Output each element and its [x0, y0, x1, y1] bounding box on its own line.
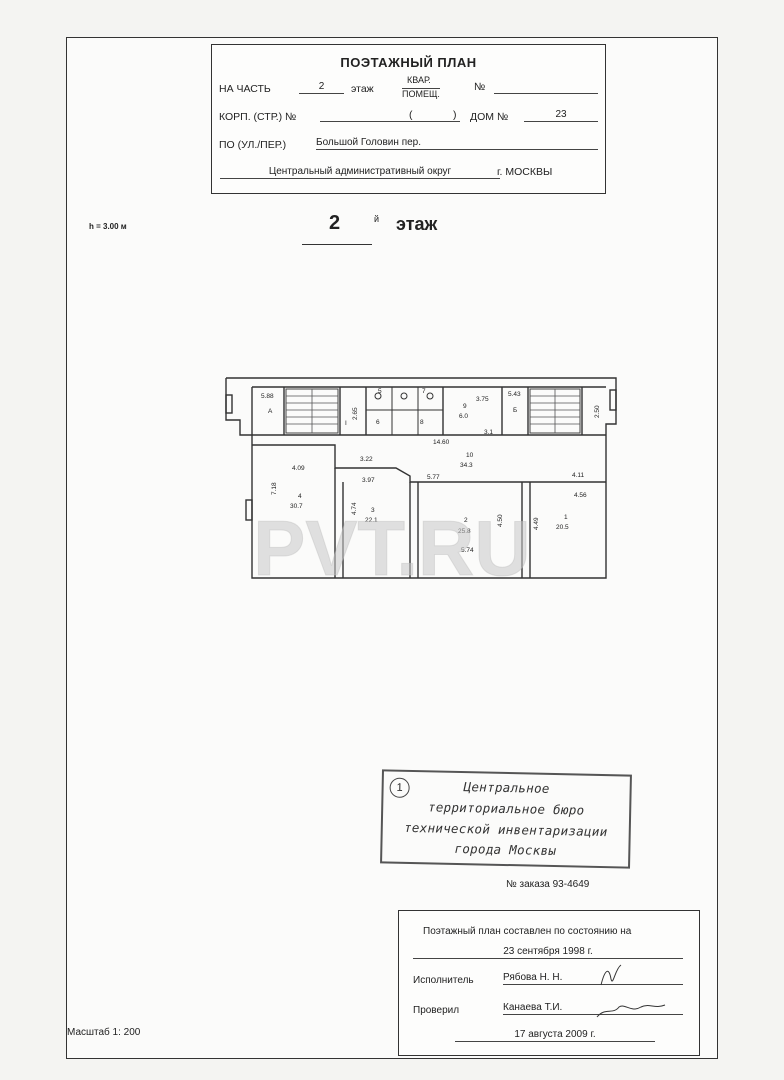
room-label: 8 [420, 419, 424, 426]
footer-line1: Поэтажный план составлен по состоянию на [423, 926, 632, 937]
room-number: 10 [466, 452, 474, 459]
executor-label: Исполнитель [413, 975, 474, 986]
street-value: Большой Головин пер. [316, 137, 598, 150]
dim-label: 5.88 [261, 393, 274, 400]
part-label: НА ЧАСТЬ [219, 83, 271, 95]
floor-title-suffix: й [374, 214, 380, 224]
signatures [596, 964, 666, 1018]
dim-label: 4.49 [533, 517, 540, 530]
pomesh-label: ПОМЕЩ. [402, 88, 440, 99]
room-area: 25.8 [458, 528, 471, 535]
room-label: 6 [376, 419, 380, 426]
stamp-line: технической инвентаризации [403, 819, 608, 840]
bti-stamp: 1 Центральное территориальное бюро техни… [380, 769, 632, 869]
room-number: 1 [564, 514, 568, 521]
scale-label: Масштаб 1: 200 [67, 1027, 141, 1038]
korp-paren-close: ) [453, 109, 457, 121]
dim-label: 3.22 [360, 456, 373, 463]
room-number: 3 [371, 507, 375, 514]
window [609, 389, 617, 411]
stamp-line: территориальное бюро [427, 799, 585, 818]
stamp-line: Центральное [463, 779, 550, 796]
floor-value: 2 [299, 81, 344, 94]
floor-title-line [302, 210, 372, 245]
kvar-label: КВАР. [407, 75, 431, 85]
fixture [400, 392, 408, 400]
window [245, 499, 253, 521]
room-label: А [268, 408, 273, 415]
city-label: г. МОСКВЫ [497, 166, 553, 178]
number-field [494, 81, 598, 94]
dim-label: 4.09 [292, 465, 305, 472]
plan-title: ПОЭТАЖНЫЙ ПЛАН [340, 55, 477, 70]
dim-label: 3.75 [476, 396, 489, 403]
floor-title-word: этаж [396, 214, 438, 234]
dim-label: 2.65 [352, 407, 359, 420]
room-area: 20.5 [556, 524, 569, 531]
fixture [426, 392, 434, 400]
fixture [374, 392, 382, 400]
watermark: PVT.RU [253, 504, 530, 592]
dim-label: 14.60 [433, 439, 450, 446]
dom-label: ДОМ № [470, 111, 509, 123]
dim-label: 4.11 [572, 472, 585, 479]
footer-date2: 17 августа 2009 г. [455, 1029, 655, 1042]
dom-value: 23 [524, 109, 598, 122]
order-number: № заказа 93-4649 [506, 879, 590, 890]
room-label: 5 [378, 388, 382, 395]
korp-field [320, 109, 460, 122]
room-area: 34.3 [460, 462, 473, 469]
stamp-line: города Москвы [454, 840, 557, 859]
room-number: 2 [464, 517, 468, 524]
dim-label: 4.74 [351, 502, 358, 515]
dim-label: 3.97 [362, 477, 375, 484]
dim-label: 7.18 [271, 482, 278, 495]
stair-steps [286, 389, 580, 433]
checker-value: Канаева Т.И. [503, 1002, 683, 1015]
dim-label: 2.50 [594, 405, 601, 418]
room-label: Б [513, 407, 517, 414]
room-label: 7 [422, 388, 426, 395]
room-area: 6.0 [459, 413, 468, 420]
checker-label: Проверил [413, 1005, 460, 1016]
dim-label: 3.1 [484, 429, 493, 436]
room-area: 22.1 [365, 517, 378, 524]
floor-title-number: 2 [329, 212, 341, 234]
district-value: Центральный административный округ [220, 166, 500, 179]
room-number: 9 [463, 403, 467, 410]
footer-date1: 23 сентября 1998 г. [413, 946, 683, 959]
room-area: 30.7 [290, 503, 303, 510]
dim-label: 5.74 [461, 547, 474, 554]
room-number: 4 [298, 493, 302, 500]
executor-value: Рябова Н. Н. [503, 972, 683, 985]
korp-paren-open: ( [409, 109, 413, 121]
floor-unit: этаж [351, 83, 374, 95]
dim-label: 4.50 [497, 514, 504, 527]
document-sheet [66, 37, 718, 1059]
dim-label: 4.56 [574, 492, 587, 499]
height-note: h = 3.00 м [89, 222, 127, 231]
number-label: № [474, 81, 486, 93]
dim-label: 5.43 [508, 391, 521, 398]
korp-label: КОРП. (СТР.) № [219, 111, 297, 123]
window [225, 394, 233, 414]
dim-label: 5.77 [427, 474, 440, 481]
street-label: ПО (УЛ./ПЕР.) [219, 139, 287, 151]
header-block: ПОЭТАЖНЫЙ ПЛАН НА ЧАСТЬ 2 этаж КВАР. ПОМ… [211, 44, 606, 194]
footer-block: Поэтажный план составлен по состоянию на… [398, 910, 700, 1056]
room-label: I [345, 420, 347, 427]
